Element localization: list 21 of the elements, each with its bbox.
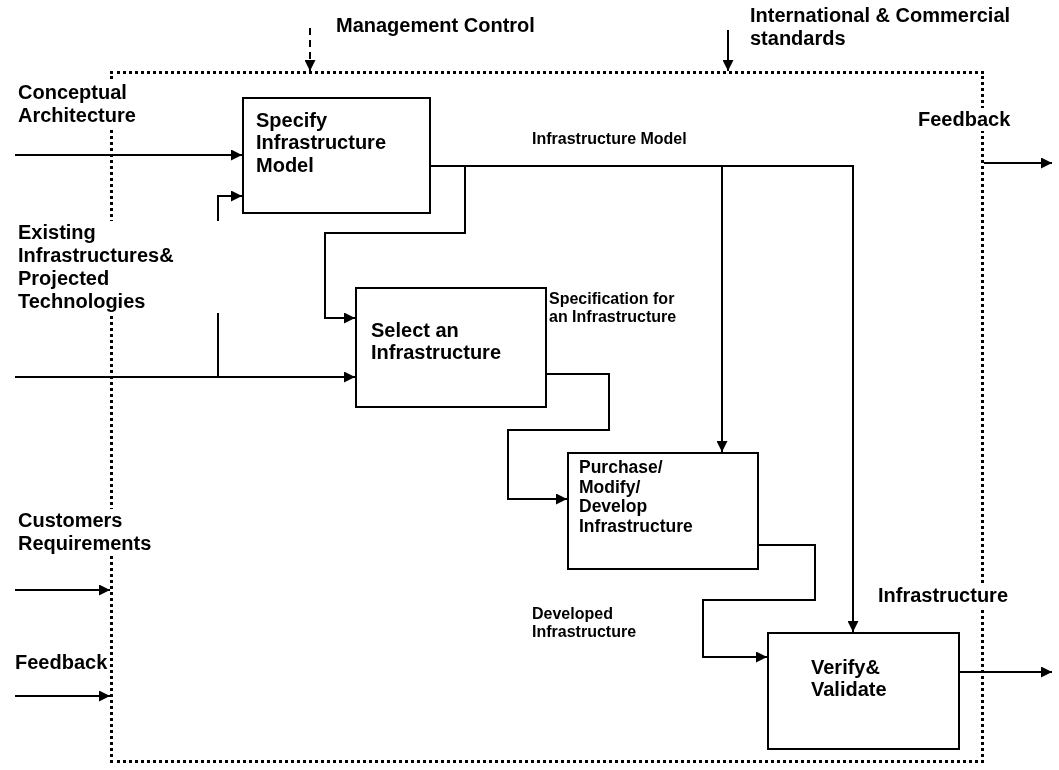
process-box (355, 287, 547, 408)
edge-label: Infrastructure (878, 584, 1009, 607)
process-label: Verify& Validate (811, 656, 888, 701)
arrow (702, 544, 816, 663)
arrow (324, 165, 466, 324)
arrow (14, 149, 243, 161)
process-label: Specify Infrastructure Model (256, 109, 388, 177)
arrow (983, 157, 1053, 169)
arrow (959, 666, 1053, 678)
process-box (767, 632, 960, 750)
arrow (14, 690, 111, 702)
arrow (14, 584, 111, 596)
edge-label: Feedback (918, 108, 1011, 131)
arrow (304, 27, 316, 72)
process-box (567, 452, 759, 570)
process-label: Select an Infrastructure (371, 319, 503, 364)
edge-label: Management Control (336, 14, 535, 37)
arrow (722, 29, 734, 72)
process-box (242, 97, 431, 214)
process-label: Purchase/ Modify/ Develop Infrastructure (579, 458, 694, 537)
arrow (507, 373, 610, 505)
